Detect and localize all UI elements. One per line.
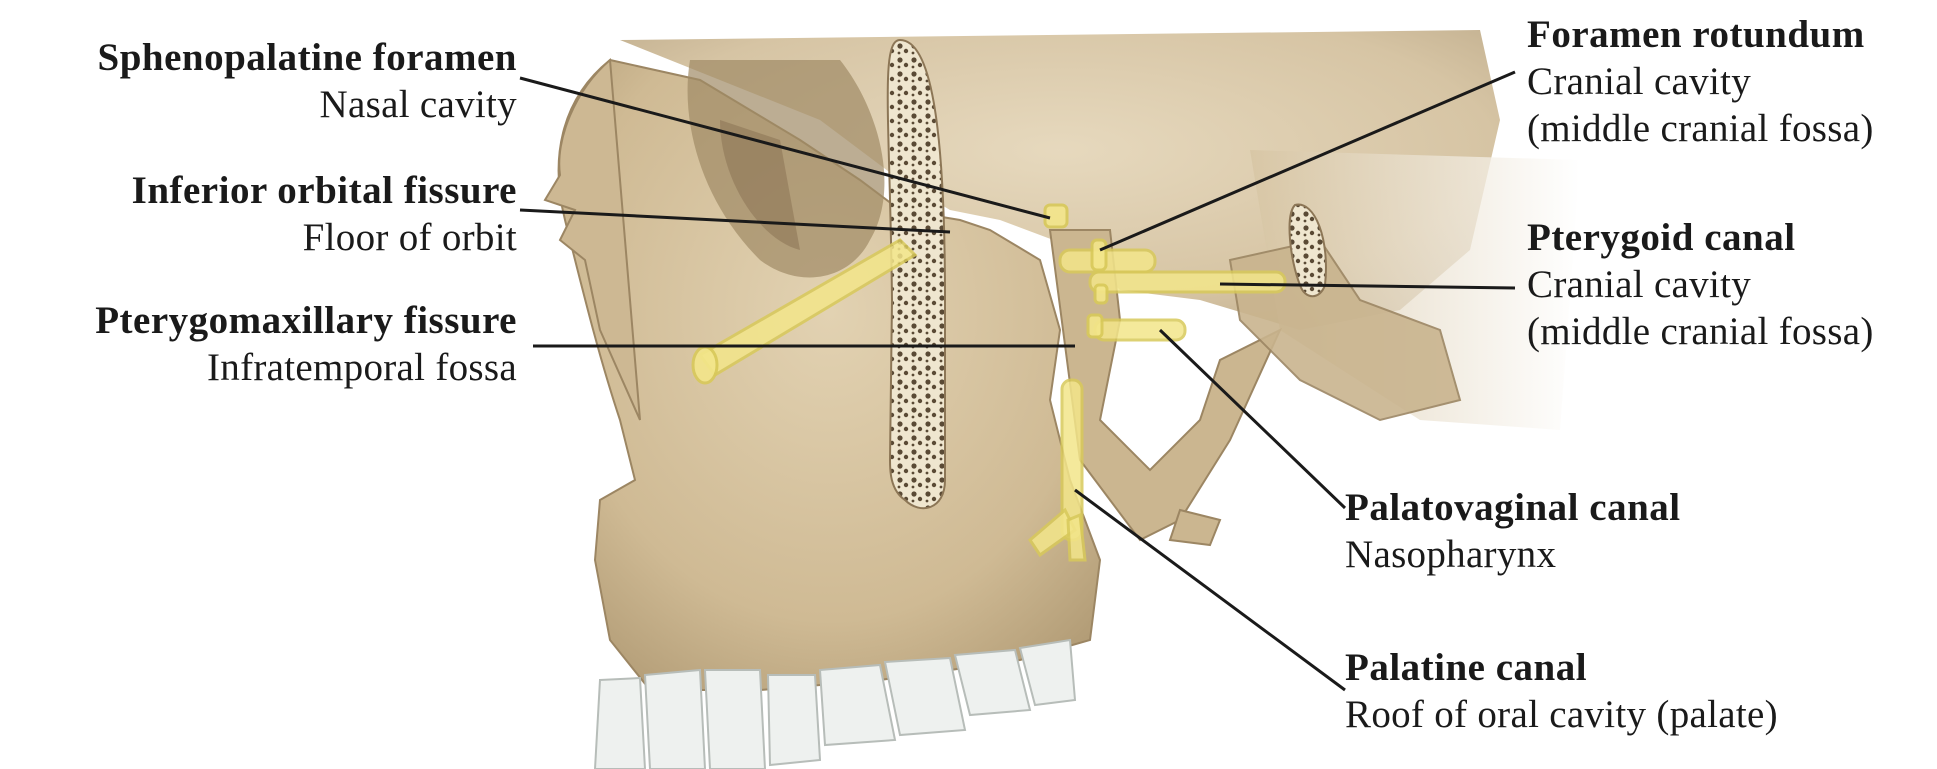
- foramen-rotundum-sub1: Cranial cavity: [1527, 59, 1874, 106]
- pterygomaxillary-title: Pterygomaxillary fissure: [95, 298, 517, 345]
- inferior-orbital-sub: Floor of orbit: [132, 215, 517, 262]
- palatovaginal-sub: Nasopharynx: [1345, 532, 1681, 579]
- pterygomaxillary-sub: Infratemporal fossa: [95, 345, 517, 392]
- pterygoid-canal-title: Pterygoid canal: [1527, 215, 1874, 262]
- palatine-canal-sub: Roof of oral cavity (palate): [1345, 692, 1778, 739]
- label-inferior-orbital-fissure: Inferior orbital fissure Floor of orbit: [132, 168, 517, 262]
- label-palatine-canal: Palatine canal Roof of oral cavity (pala…: [1345, 645, 1778, 739]
- foramen-rotundum-sub2: (middle cranial fossa): [1527, 106, 1874, 153]
- palatine-canal-title: Palatine canal: [1345, 645, 1778, 692]
- foramen-rotundum-title: Foramen rotundum: [1527, 12, 1874, 59]
- sphenopalatine-sub: Nasal cavity: [98, 82, 517, 129]
- pterygoid-canal-sub1: Cranial cavity: [1527, 262, 1874, 309]
- inferior-orbital-title: Inferior orbital fissure: [132, 168, 517, 215]
- palatovaginal-title: Palatovaginal canal: [1345, 485, 1681, 532]
- label-sphenopalatine-foramen: Sphenopalatine foramen Nasal cavity: [98, 35, 517, 129]
- pterygoid-canal-sub2: (middle cranial fossa): [1527, 309, 1874, 356]
- label-pterygomaxillary-fissure: Pterygomaxillary fissure Infratemporal f…: [95, 298, 517, 392]
- label-palatovaginal-canal: Palatovaginal canal Nasopharynx: [1345, 485, 1681, 579]
- sphenopalatine-title: Sphenopalatine foramen: [98, 35, 517, 82]
- label-pterygoid-canal: Pterygoid canal Cranial cavity (middle c…: [1527, 215, 1874, 355]
- label-foramen-rotundum: Foramen rotundum Cranial cavity (middle …: [1527, 12, 1874, 152]
